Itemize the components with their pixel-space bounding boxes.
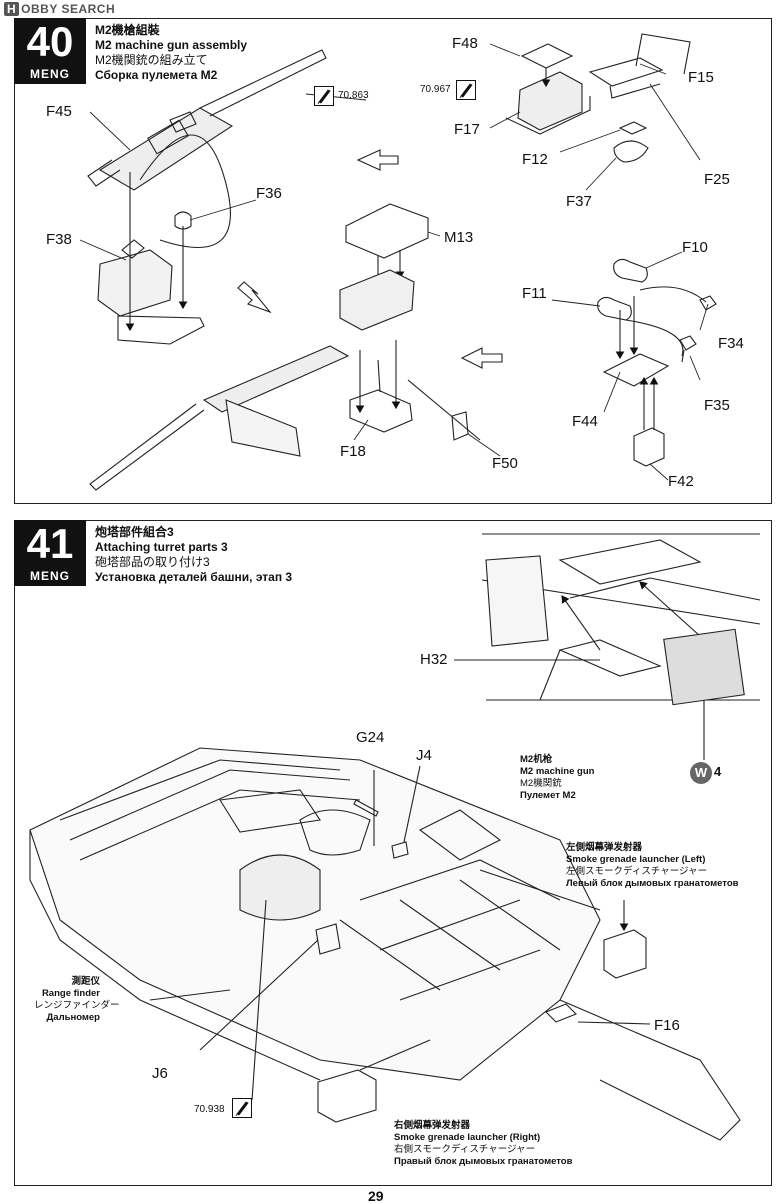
label-f15: F15 [688,69,714,86]
part-f25-bracket [588,57,664,99]
annotation-range-finder: 測距仪 Range finder レンジファインダー Дальномер [34,976,120,1023]
step-40-title: M2機槍組裝 M2 machine gun assembly M2機関銃の組み立… [95,23,247,83]
paint-brush-icon [232,1098,252,1118]
label-f34: F34 [718,335,744,352]
part-j4 [391,841,409,859]
label-f12: F12 [522,151,548,168]
label-f38: F38 [46,231,72,248]
part-f48-lid [520,43,574,69]
paint-code: 70.863 [338,90,369,101]
title-jp: M2機関銃の組み立て [95,53,208,67]
part-f34 [699,295,717,311]
label-f42: F42 [668,473,694,490]
step-number: 40 [26,18,74,65]
etch-sheet-badge: W [690,762,712,784]
turret-detail-inset [481,533,761,701]
label-f25: F25 [704,171,730,188]
smoke-launcher-left [603,929,647,979]
part-f18 [349,359,413,433]
label-f17: F17 [454,121,480,138]
title-jp: 砲塔部品の取り付け3 [95,555,210,569]
part-f44 [602,353,670,387]
smoke-launcher-right [317,1069,377,1123]
part-f11 [597,296,632,321]
annotation-smoke-left: 左側烟幕弹发射器 Smoke grenade launcher (Left) 左… [566,842,739,889]
part-m13 [345,203,429,259]
title-cn: M2機槍組裝 [95,23,160,37]
paint-code: 70.938 [194,1104,225,1115]
annotation-smoke-right: 右側烟幕弹发射器 Smoke grenade launcher (Right) … [394,1120,573,1167]
m2-gun-upper [87,49,327,191]
watermark-text: OBBY SEARCH [21,2,116,16]
label-f10: F10 [682,239,708,256]
part-f16 [545,1003,577,1023]
step-41-badge: 41 MENG [14,520,86,586]
label-f36: F36 [256,185,282,202]
paint-brush-icon [456,80,476,100]
label-f50: F50 [492,455,518,472]
label-f48: F48 [452,35,478,52]
part-f10 [613,258,648,283]
part-f37 [613,140,649,163]
label-h32: H32 [420,651,448,668]
step-41-title: 炮塔部件組合3 Attaching turret parts 3 砲塔部品の取り… [95,525,292,585]
label-f11: F11 [522,285,547,302]
label-f35: F35 [704,397,730,414]
etch-sheet-number: 4 [714,764,722,779]
annotation-m2-machine-gun: M2机枪 M2 machine gun M2機関銃 Пулемет M2 [520,754,595,801]
label-f37: F37 [566,193,592,210]
title-en: M2 machine gun assembly [95,38,248,52]
part-m2-small [418,809,601,911]
watermark-icon: H [4,2,20,16]
part-f42 [633,427,665,467]
m2-gun-lower [89,269,415,491]
part-f50 [451,411,469,441]
page-number: 29 [368,1188,384,1204]
part-f12 [618,121,648,135]
label-f44: F44 [572,413,598,430]
part-f15-handle [635,33,691,75]
part-j6 [315,923,341,955]
part-w4-mesh [663,628,745,706]
title-ru: Сборка пулемета M2 [95,68,218,82]
label-f45: F45 [46,103,72,120]
meng-logo: MENG [30,569,70,583]
label-f18: F18 [340,443,366,460]
title-cn: 炮塔部件組合3 [95,525,174,539]
meng-logo: MENG [30,67,70,81]
label-j4: J4 [416,747,432,764]
label-j6: J6 [152,1065,168,1082]
turret-main [29,747,741,1141]
part-f38-mount [97,239,205,345]
part-f17-box [505,71,591,135]
step-40-badge: 40 MENG [14,18,86,84]
part-f35 [679,335,697,363]
title-en: Attaching turret parts 3 [95,540,228,554]
step-number: 41 [26,520,74,567]
label-g24: G24 [356,729,385,746]
part-g24 [353,799,379,817]
label-m13: M13 [444,229,474,246]
title-ru: Установка деталей башни, этап 3 [95,570,293,584]
label-f16: F16 [654,1017,680,1034]
paint-code: 70.967 [420,84,451,95]
part-f36 [174,211,192,230]
paint-brush-icon [314,86,334,106]
